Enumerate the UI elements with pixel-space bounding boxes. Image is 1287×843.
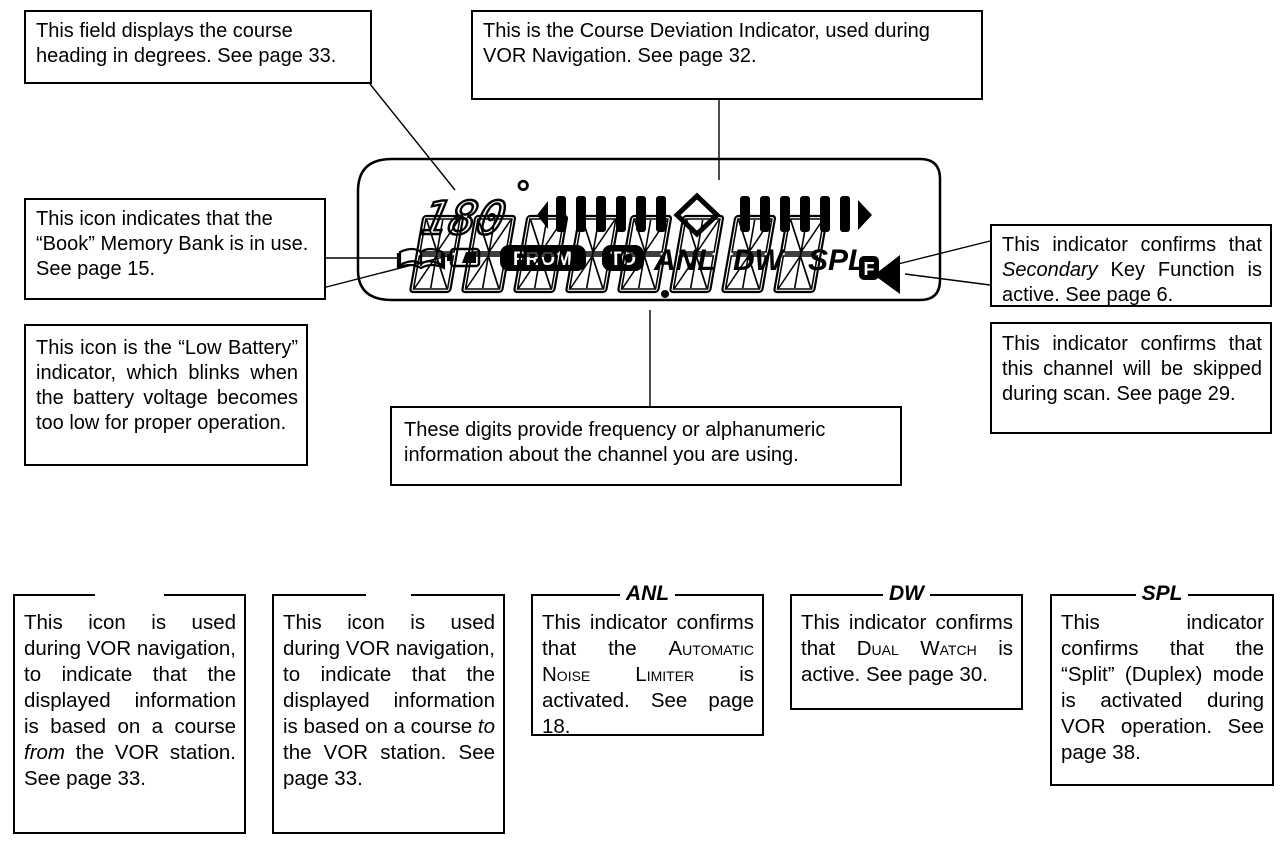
svg-text:F: F (864, 259, 875, 279)
leader-lines (306, 83, 991, 406)
box-dw: DW This indicator confirms that Dual Wat… (790, 581, 1023, 710)
degree-symbol: ° (516, 172, 530, 213)
from-label: FROM (100, 586, 159, 604)
skip-indicator-icon (874, 255, 900, 294)
callout-book: This icon indicates that the “Book” Memo… (24, 198, 326, 300)
box-from: FROM This icon is used during VOR naviga… (13, 581, 246, 834)
box-anl: ANL This indicator confirms that the Aut… (531, 581, 764, 738)
anl-label: ANL (619, 581, 676, 607)
callout-secondary: This indicator confirms that Secondary K… (990, 224, 1272, 307)
callout-heading: This field displays the course heading i… (24, 10, 372, 84)
cdi-center-diamond (673, 192, 721, 238)
cdi-right-arrow (858, 200, 872, 230)
lcd-outline (356, 157, 942, 302)
callout-cdi: This is the Course Deviation Indicator, … (471, 10, 983, 100)
decimal-point (661, 290, 669, 298)
to-label: TO (371, 586, 406, 604)
callout-digits: These digits provide frequency or alphan… (390, 406, 902, 486)
callout-battery: This icon is the “Low Battery” indicator… (24, 324, 308, 466)
dw-label: DW (883, 581, 930, 607)
box-spl: SPL This indicator confirms that the “Sp… (1050, 581, 1274, 786)
f-indicator-icon: F (859, 256, 879, 280)
box-to: TO This icon is used during VOR navigati… (272, 581, 505, 834)
spl-label: SPL (1135, 581, 1189, 607)
main-digits (408, 214, 829, 298)
callout-skip: This indicator confirms that this channe… (990, 322, 1272, 434)
